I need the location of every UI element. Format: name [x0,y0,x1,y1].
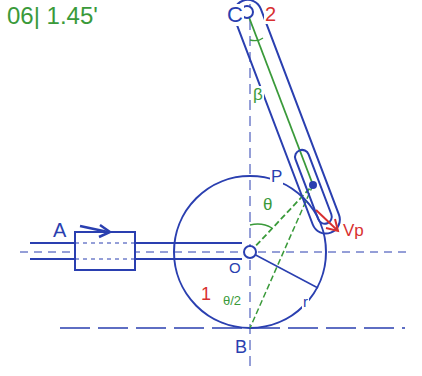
body-number: 2 [264,4,277,24]
angle-label: θ/2 [222,294,242,307]
arrow-head [326,219,338,231]
rod-hidden [75,243,135,244]
slotted-arm [230,0,344,238]
point-label: B [234,338,248,356]
arrow-head [99,225,110,237]
point-label: P [270,168,283,185]
body-number: 1 [200,285,212,303]
construction-line [250,185,313,328]
angle-label: β [252,86,264,103]
construction-line [247,12,313,185]
ground-line [60,327,405,329]
dimension-label: r [302,294,309,309]
angle-label: θ [262,196,273,213]
rod-hidden [75,259,135,260]
angle-arc [250,224,272,228]
pivot [244,246,256,258]
angle-arc [250,38,263,41]
velocity-arrow [316,210,336,229]
problem-number: 06| 1.45' [6,4,99,28]
velocity-label: Vp [342,222,365,239]
radius-line [250,252,318,288]
point-label: A [52,220,67,240]
point-label: O [228,260,242,275]
point-label: C [226,4,244,26]
pin [309,181,317,189]
sleeve [75,232,135,270]
construction-line [250,185,313,252]
